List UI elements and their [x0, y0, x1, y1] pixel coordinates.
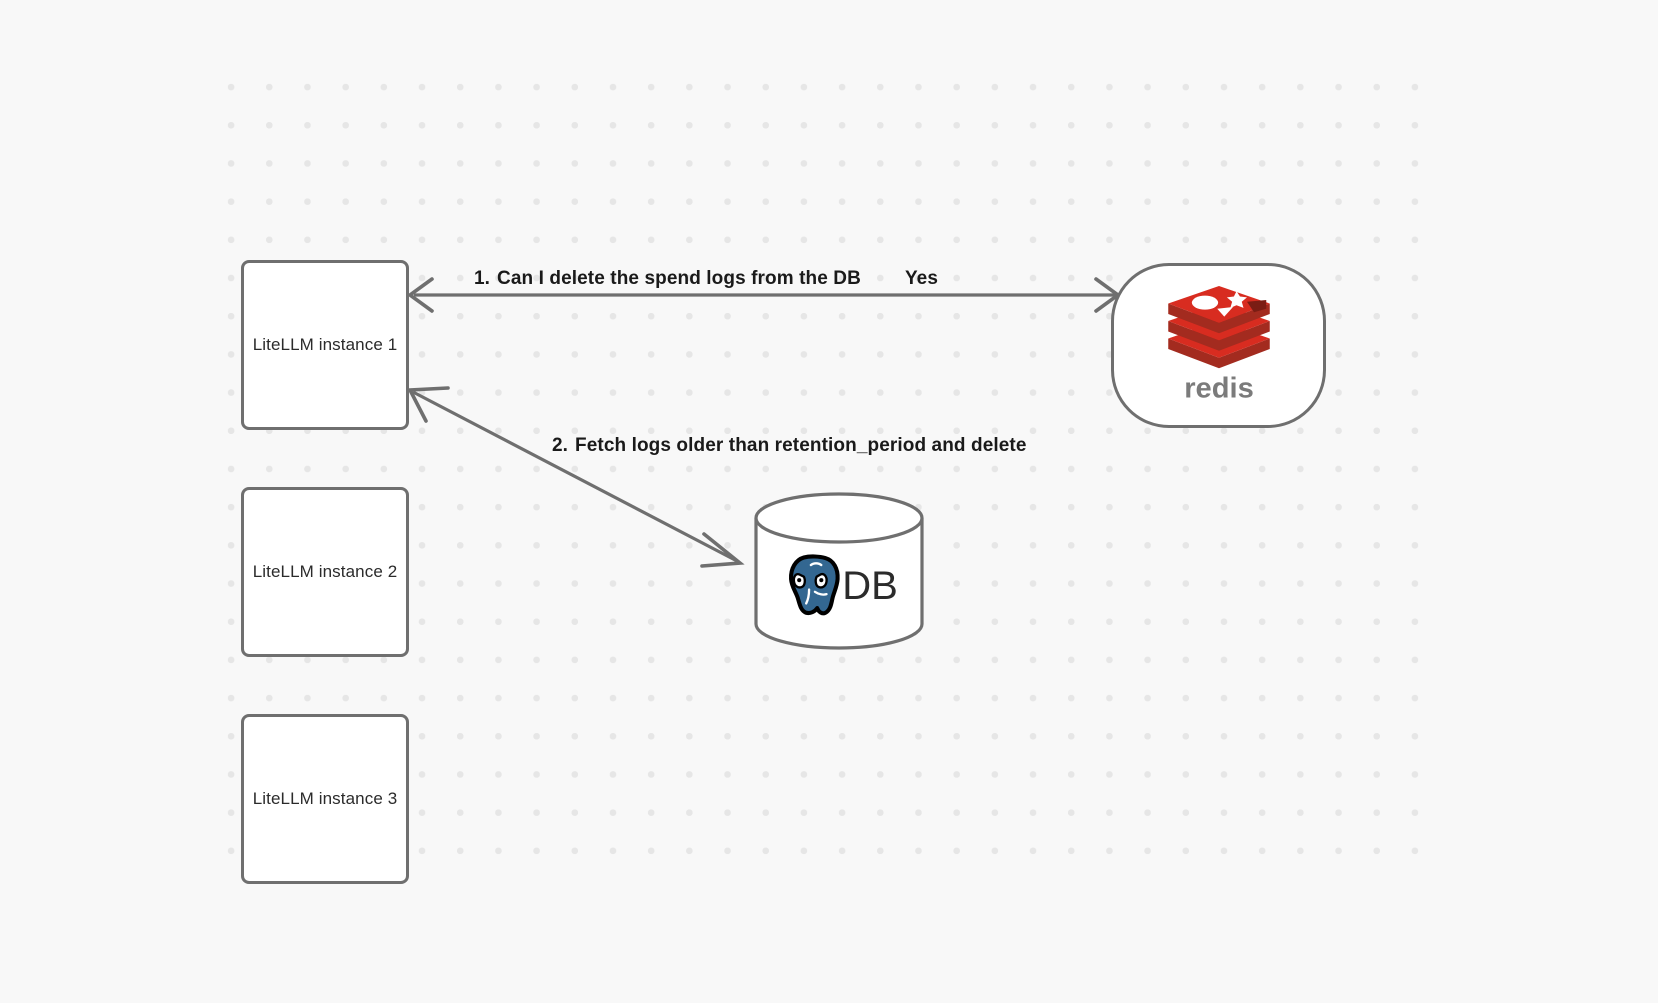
node-redis[interactable]: redis	[1111, 263, 1326, 428]
postgresql-elephant-icon	[789, 554, 840, 616]
edge-label-2: 2. Fetch logs older than retention_period…	[552, 435, 1027, 457]
node-litellm-instance-1[interactable]: LiteLLM instance 1	[241, 260, 409, 430]
database-logo-row: DB	[753, 546, 925, 626]
node-label: LiteLLM instance 3	[252, 789, 398, 808]
edge-label-2-text: Fetch logs older than retention_period a…	[575, 435, 1027, 456]
redis-wordmark: redis	[1184, 372, 1254, 404]
edge-label-1-text: Can I delete the spend logs from the DB	[497, 268, 861, 289]
node-litellm-instance-3[interactable]: LiteLLM instance 3	[241, 714, 409, 884]
edge-litellm1-db	[407, 386, 745, 568]
node-litellm-instance-2[interactable]: LiteLLM instance 2	[241, 487, 409, 657]
node-database[interactable]: DB	[753, 492, 925, 650]
node-label: LiteLLM instance 1	[252, 335, 398, 354]
edge-label-1-answer: Yes	[904, 268, 938, 289]
redis-logo-icon	[1167, 285, 1270, 368]
node-label: LiteLLM instance 2	[252, 562, 398, 581]
edge-label-2-number: 2.	[552, 435, 569, 456]
redis-wordmark-text: redis	[1184, 372, 1254, 404]
edge-label-1-number: 1.	[474, 268, 491, 289]
database-label: DB	[842, 564, 898, 608]
edge-label-1: 1. Can I delete the spend logs from the D…	[474, 268, 938, 290]
